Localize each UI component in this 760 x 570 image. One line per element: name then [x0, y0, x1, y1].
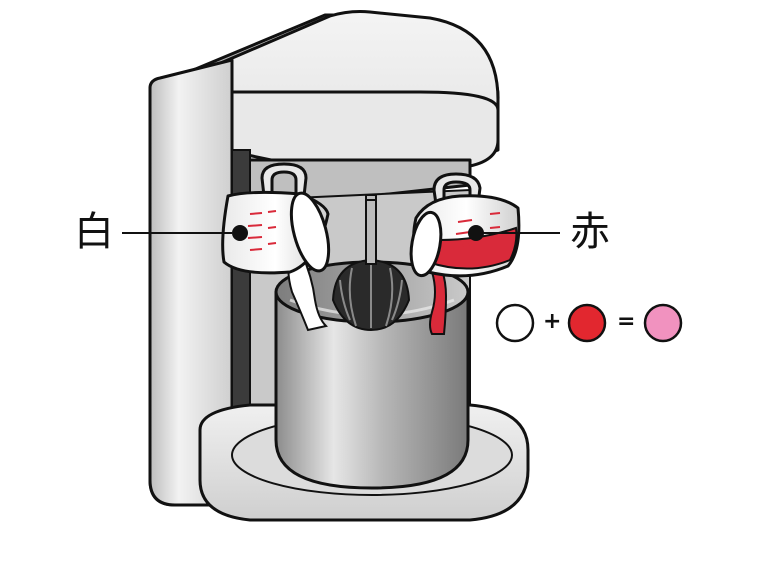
right-cup-label: 赤 — [570, 209, 610, 255]
right-measuring-cup — [409, 172, 521, 278]
red-liquid-stream — [429, 268, 448, 335]
pink-color-circle — [643, 303, 683, 343]
left-leader-dot — [232, 225, 248, 241]
plus-sign: + — [543, 309, 562, 334]
mixing-bowl — [274, 199, 470, 490]
equals-sign: = — [617, 309, 636, 334]
white-color-circle — [495, 303, 535, 343]
left-measuring-cup — [221, 162, 331, 275]
right-leader-dot — [468, 225, 484, 241]
red-color-circle — [567, 303, 607, 343]
left-cup-label: 白 — [74, 209, 114, 255]
